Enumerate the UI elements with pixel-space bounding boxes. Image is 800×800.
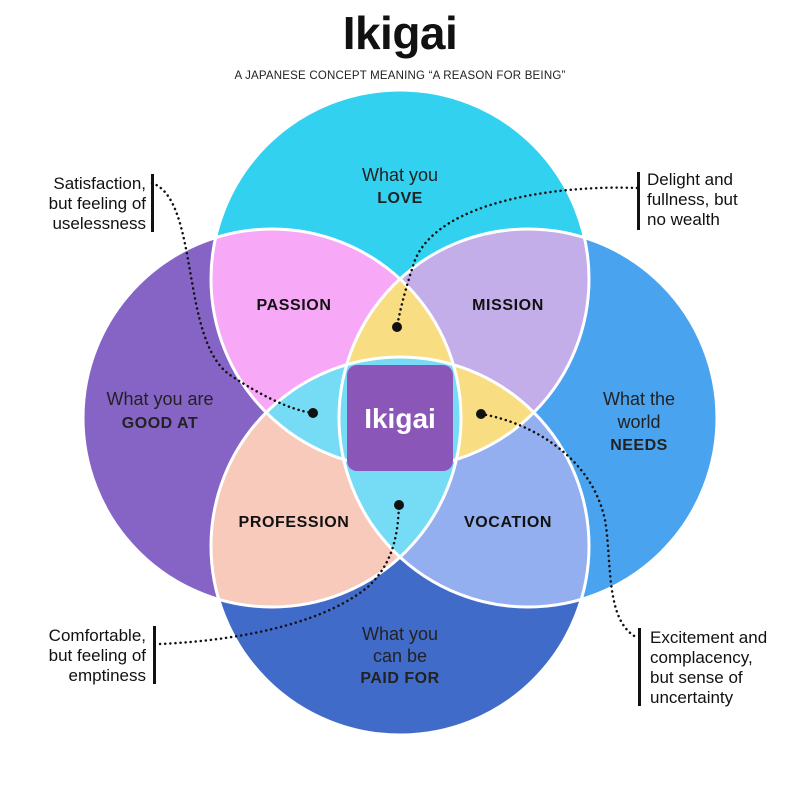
paid-for-label-line2: can be bbox=[373, 646, 427, 666]
note-bottom-left-line2: but feeling of bbox=[48, 646, 146, 665]
love-label-line1: What you bbox=[362, 165, 438, 185]
good-at-label-line1: What you are bbox=[106, 389, 213, 409]
vocation-label: VOCATION bbox=[464, 514, 552, 531]
mission-label: MISSION bbox=[472, 297, 544, 314]
note-top-right: Delight and fullness, but no wealth bbox=[647, 170, 787, 230]
good-at-label-line2: GOOD AT bbox=[122, 415, 198, 432]
region-top-center-petal bbox=[339, 229, 461, 468]
note-top-right-bar bbox=[637, 172, 640, 230]
note-top-left-line1: Satisfaction, bbox=[53, 174, 146, 193]
note-top-right-line2: fullness, but bbox=[647, 190, 738, 209]
note-top-left-line3: uselessness bbox=[52, 214, 146, 233]
note-bottom-left-bar bbox=[153, 626, 156, 684]
paid-for-label-line3: PAID FOR bbox=[360, 670, 439, 687]
ikigai-center-label: Ikigai bbox=[364, 403, 436, 434]
note-bottom-right-bar bbox=[638, 628, 641, 706]
leader-dot-top-left bbox=[308, 408, 318, 418]
note-bottom-right: Excitement and complacency, but sense of… bbox=[650, 628, 795, 708]
page-subtitle: A JAPANESE CONCEPT MEANING “A REASON FOR… bbox=[234, 70, 566, 82]
outline-paid-for bbox=[209, 355, 591, 737]
region-bottom-center-petal bbox=[339, 357, 461, 607]
note-bottom-left-line3: emptiness bbox=[68, 666, 146, 685]
outline-good-at bbox=[81, 227, 463, 609]
note-top-left: Satisfaction, but feeling of uselessness bbox=[10, 174, 146, 234]
note-top-right-line3: no wealth bbox=[647, 210, 720, 229]
leader-dot-top-right bbox=[392, 322, 402, 332]
note-top-left-line2: but feeling of bbox=[48, 194, 146, 213]
world-needs-label-line2: world bbox=[616, 412, 660, 432]
leader-line-bottom-left bbox=[158, 503, 401, 646]
note-top-right-line1: Delight and bbox=[647, 170, 734, 189]
world-needs-label-line1: What the bbox=[603, 389, 675, 409]
note-bottom-right-line2: complacency, bbox=[650, 648, 753, 667]
leader-line-top-right bbox=[395, 186, 639, 329]
profession-label: PROFESSION bbox=[239, 514, 350, 531]
leader-line-top-left bbox=[150, 181, 315, 415]
love-label-line2: LOVE bbox=[377, 190, 423, 207]
ikigai-center-box bbox=[347, 365, 453, 471]
note-bottom-right-line1: Excitement and bbox=[650, 628, 768, 647]
note-bottom-right-line3: but sense of bbox=[650, 668, 743, 687]
note-top-left-bar bbox=[151, 174, 154, 232]
note-bottom-left: Comfortable, but feeling of emptiness bbox=[8, 626, 146, 686]
outline-world-needs bbox=[337, 227, 719, 609]
passion-label: PASSION bbox=[256, 297, 331, 314]
leader-dot-bottom-left bbox=[394, 500, 404, 510]
page-title: Ikigai bbox=[342, 7, 458, 59]
paid-for-label-line1: What you bbox=[362, 624, 438, 644]
note-bottom-left-line1: Comfortable, bbox=[48, 626, 146, 645]
leader-dot-bottom-right bbox=[476, 409, 486, 419]
world-needs-label-line3: NEEDS bbox=[610, 437, 668, 454]
note-bottom-right-line4: uncertainty bbox=[650, 688, 734, 707]
leader-line-bottom-right bbox=[479, 412, 638, 639]
